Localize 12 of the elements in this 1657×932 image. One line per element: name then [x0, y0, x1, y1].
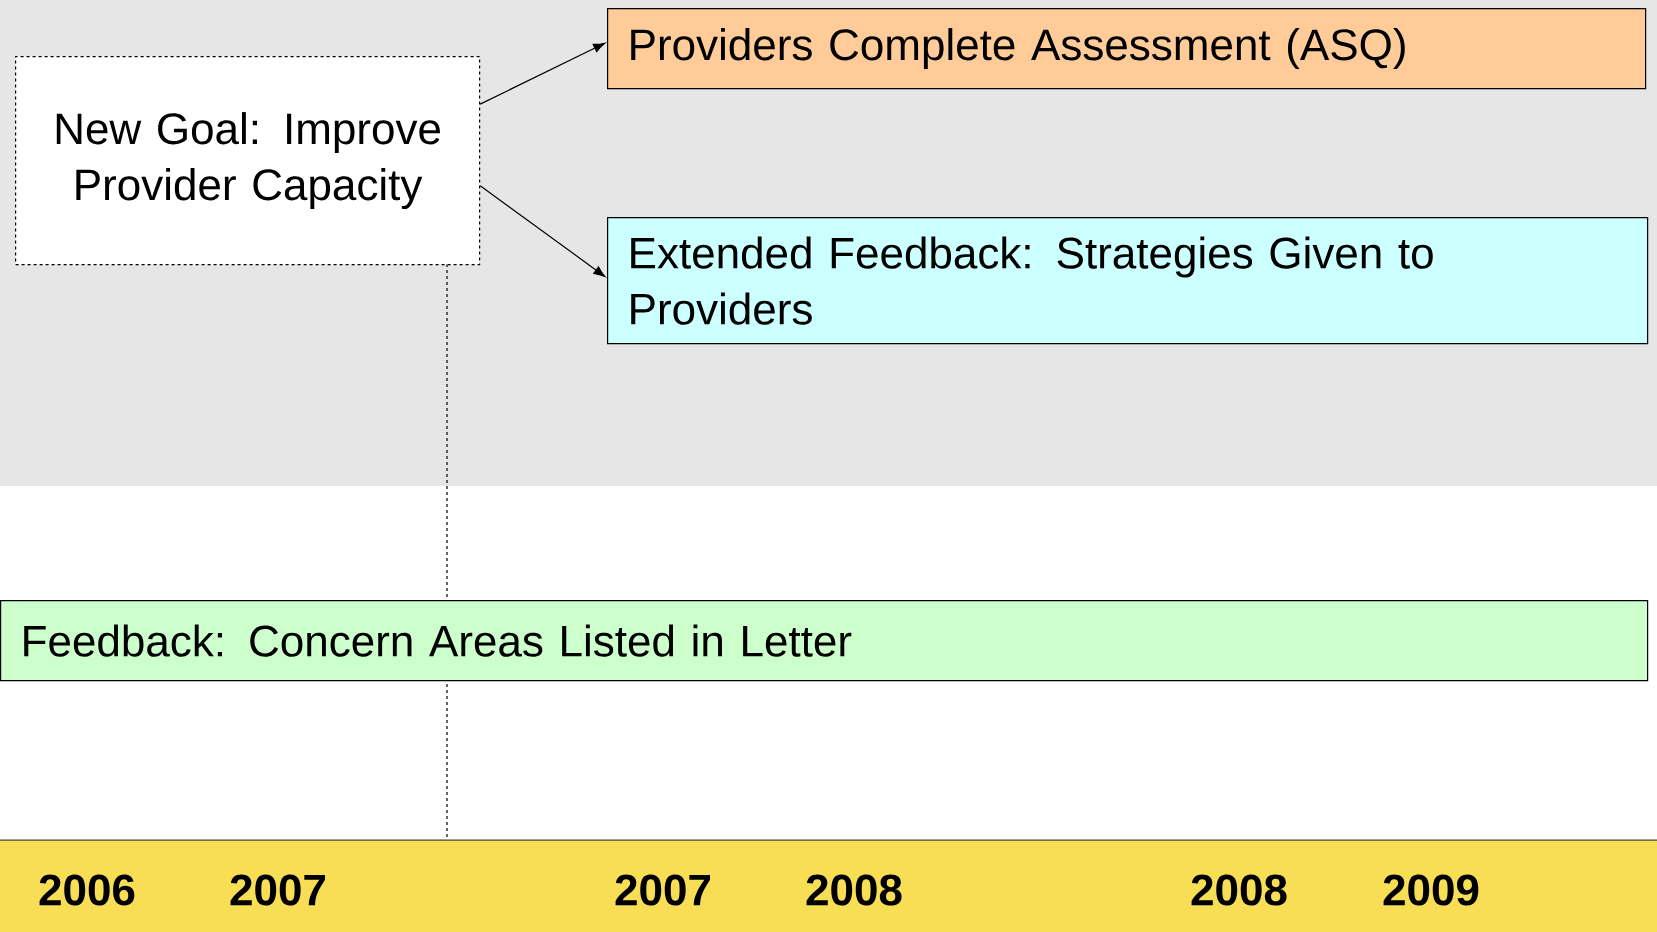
year-label: 2006 — [39, 874, 135, 906]
arrow — [479, 42, 606, 105]
arrow — [479, 185, 606, 278]
task-bar: Extended Feedback: Strategies Given to Providers — [607, 217, 1649, 345]
goal-box: New Goal: Improve Provider Capacity — [15, 56, 481, 266]
year-label: 2007 — [615, 874, 710, 906]
year-label: 2008 — [806, 874, 902, 906]
task-bar: Providers Complete Assessment (ASQ) — [607, 8, 1647, 90]
year-label: 2009 — [1383, 874, 1479, 906]
year-label: 2008 — [1191, 874, 1287, 906]
task-bar: Feedback: Concern Areas Listed in Letter — [0, 600, 1649, 682]
year-label: 2007 — [230, 874, 325, 906]
